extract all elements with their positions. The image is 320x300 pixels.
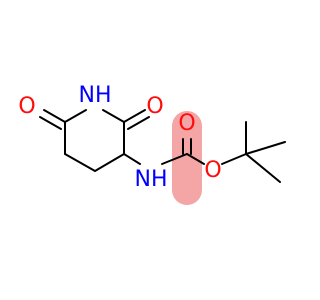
atom-o-left: O [18,94,35,119]
atom-n-ring: NH [79,83,112,108]
highlight-capsule [172,111,202,205]
atom-o-carbamate: O [178,111,195,136]
atom-o-ring-top: O [146,94,163,119]
atom-n-amide: NH [135,167,168,192]
bond-c2-c3 [64,153,96,172]
bond-nh-c [161,153,188,165]
atom-o-ester: O [204,158,221,183]
bond-cq-me-bottom [245,153,281,183]
bond-c5-n [102,109,125,123]
structure-canvas: O NH O O O NH [18,83,286,205]
bond-c-oester [186,153,205,165]
bond-oester-cq [221,153,247,165]
bond-c4-nh [123,153,141,165]
bond-c5-o-top-a [123,109,146,123]
bond-cq-me-right [245,141,286,155]
bond-n-c1 [64,109,87,123]
bond-c3-c4 [94,153,125,172]
bond-c1-o-left-b [39,116,62,130]
bond-c5-o-top-b [127,116,150,130]
bond-c1-o-left-a [43,109,66,123]
molecule-diagram: O NH O O O NH [18,83,286,205]
